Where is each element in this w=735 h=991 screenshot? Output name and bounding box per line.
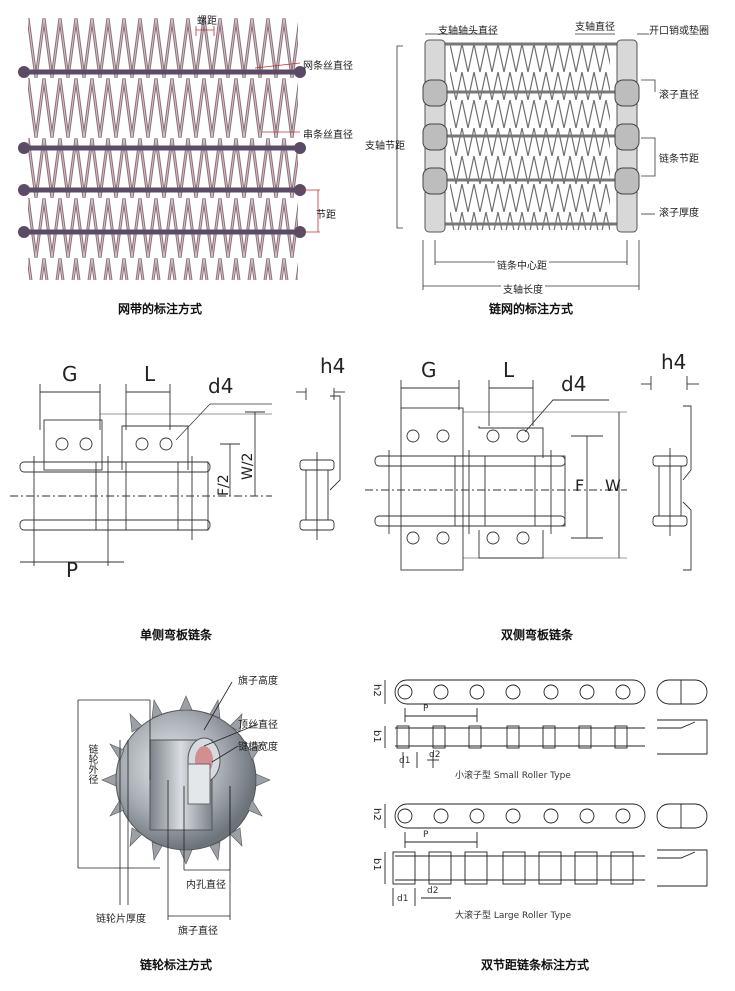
w-label: W (605, 476, 621, 495)
single-bent-panel: G L d4 h4 F/2 W/2 P 单侧弯板链条 (0, 340, 365, 650)
cross-wire-dia-label: 串条丝直径 (303, 130, 353, 141)
left-chain (422, 39, 448, 233)
g-label: G (62, 362, 78, 386)
double-pitch-caption: 双节距链条标注方式 (481, 958, 590, 972)
large-d1-label: d1 (397, 894, 409, 904)
double-bent-panel: G L d4 h4 F W 双侧弯板链条 (365, 340, 735, 650)
p-label: P (66, 558, 79, 582)
small-d2-label: d2 (429, 750, 441, 760)
small-d1-label: d1 (399, 756, 411, 766)
roller-thickness-label: 滚子厚度 (659, 208, 699, 219)
roller-dia-label: 滚子直径 (659, 90, 699, 101)
right-chain (614, 39, 640, 233)
double-bent-drawing (365, 376, 699, 571)
large-p-label: P (423, 830, 429, 840)
mesh-belt-panel: 螺距 网条丝直径 串条丝直径 节距 网带的标注方式 (0, 0, 365, 330)
small-h2-label: h2 (371, 684, 382, 697)
sprocket-panel: 旗子高度 顶丝直径 键槽宽度 链轮外径 内孔直径 链轮片厚度 旗子直径 链轮标注… (0, 660, 365, 991)
f2-label: F/2 (216, 474, 232, 496)
h4-label: h4 (661, 350, 687, 374)
bore-dia-label: 内孔直径 (186, 880, 226, 891)
g-label: G (421, 358, 437, 382)
large-h2-label: h2 (371, 808, 382, 821)
shaft-dia-label: 支轴直径 (575, 22, 615, 33)
sprocket-caption: 链轮标注方式 (140, 958, 213, 972)
chain-mesh-caption: 链网的标注方式 (489, 302, 574, 316)
l-label: L (144, 362, 156, 386)
chain-mesh-drawing (396, 33, 656, 290)
double-bent-caption: 双侧弯板链条 (501, 628, 574, 642)
chain-center-label: 链条中心距 (495, 257, 549, 272)
single-bent-drawing (10, 384, 345, 566)
chain-pitch-label: 链条节距 (659, 154, 699, 165)
h4-label: h4 (320, 354, 346, 378)
small-b1-label: b1 (371, 730, 382, 743)
keyway-width-label: 键槽宽度 (238, 742, 278, 753)
cross-rods (21, 69, 303, 235)
cotter-washer-label: 开口销或垫圈 (649, 26, 709, 37)
mesh-belt-drawing (18, 18, 320, 280)
shaft-head-dia-label: 支轴轴头直径 (438, 26, 498, 37)
double-pitch-panel: h2 P b1 d1 d2 小滚子型 Small Roller Type h2 … (365, 660, 735, 991)
outer-dia-label: 链轮外径 (86, 744, 97, 784)
mesh-wire-dia-label: 网条丝直径 (303, 61, 353, 72)
shafts (425, 42, 637, 226)
large-b1-label: b1 (371, 858, 382, 871)
sprocket-drawing (77, 681, 271, 920)
double-pitch-drawing (384, 679, 708, 906)
large-d2-label: d2 (427, 886, 439, 896)
shaft-length-label: 支轴长度 (501, 281, 545, 296)
top-wire-dia-label: 顶丝直径 (238, 720, 278, 731)
flag-height-label: 旗子高度 (238, 676, 278, 687)
f-label: F (575, 476, 585, 495)
shaft-pitch-label: 支轴节距 (365, 141, 405, 152)
small-type-label: 小滚子型 Small Roller Type (455, 771, 571, 781)
single-bent-caption: 单侧弯板链条 (140, 628, 213, 642)
mesh-belt-caption: 网带的标注方式 (118, 302, 203, 316)
d4-label: d4 (561, 372, 587, 396)
chain-mesh-panel: 支轴轴头直径 支轴直径 开口销或垫圈 支轴节距 滚子直径 链条节距 滚子厚度 链… (365, 0, 735, 330)
d4-label: d4 (208, 374, 234, 398)
l-label: L (503, 358, 515, 382)
pitch-screw-label: 螺距 (197, 16, 217, 27)
pitch-label: 节距 (316, 210, 336, 221)
flag-dia-label: 旗子直径 (178, 926, 218, 937)
w2-label: W/2 (240, 452, 256, 480)
thickness-label: 链轮片厚度 (96, 914, 146, 925)
large-type-label: 大滚子型 Large Roller Type (455, 911, 572, 921)
small-p-label: P (423, 704, 429, 714)
